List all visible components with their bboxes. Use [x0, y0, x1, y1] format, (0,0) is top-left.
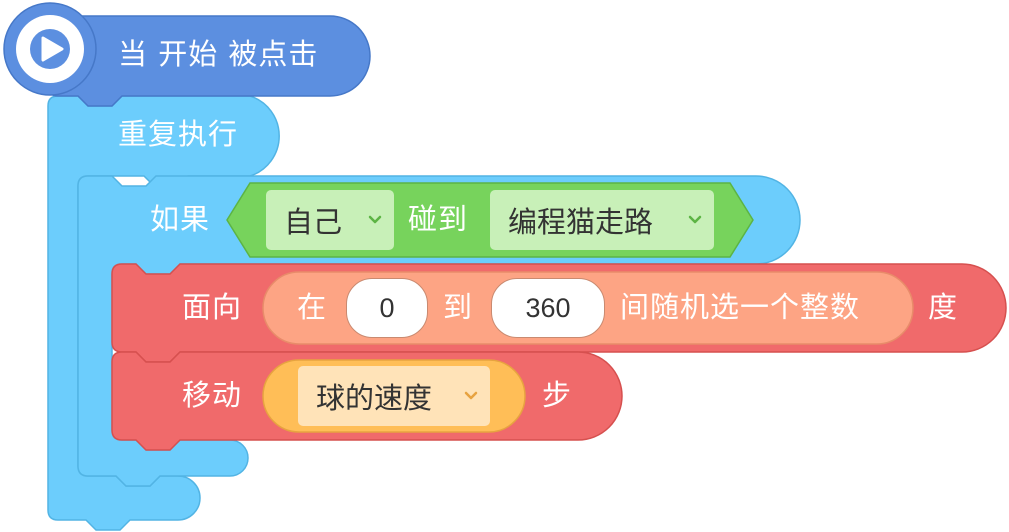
touch-label: 碰到 [408, 202, 469, 236]
variable-dropdown-value: 球的速度 [316, 381, 433, 415]
play-icon[interactable] [30, 29, 70, 69]
random-from-value: 0 [379, 292, 395, 323]
hat-block-label: 当 开始 被点击 [118, 37, 319, 71]
chevron-down-icon [688, 215, 702, 224]
chevron-down-icon [464, 391, 478, 400]
target-dropdown-value: 编程猫走路 [508, 205, 654, 239]
random-to-input[interactable]: 360 [491, 278, 605, 338]
random-suffix-label: 间随机选一个整数 [620, 290, 861, 324]
random-from-input[interactable]: 0 [346, 278, 428, 338]
move-label: 移动 [182, 378, 243, 412]
sprite-dropdown[interactable]: 自己 [266, 190, 394, 250]
sprite-dropdown-value: 自己 [284, 205, 343, 239]
variable-dropdown[interactable]: 球的速度 [298, 366, 490, 426]
random-to-value: 360 [525, 292, 571, 323]
random-in-label: 在 [297, 290, 328, 324]
chevron-down-icon [368, 215, 382, 224]
degree-unit-label: 度 [928, 290, 959, 324]
if-label: 如果 [150, 202, 211, 236]
random-to-label: 到 [443, 290, 474, 324]
point-direction-label: 面向 [182, 290, 243, 324]
steps-unit-label: 步 [542, 378, 573, 412]
target-dropdown[interactable]: 编程猫走路 [490, 190, 714, 250]
forever-label: 重复执行 [118, 117, 239, 151]
